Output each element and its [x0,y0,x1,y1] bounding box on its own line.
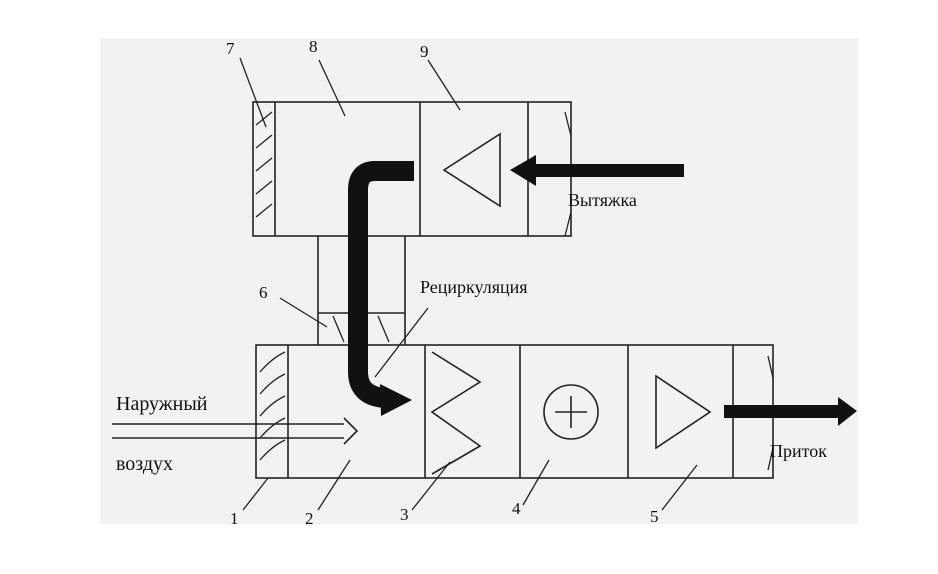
exhaust-fan-triangle-icon [442,132,501,208]
supply-fan-triangle-icon [655,374,712,450]
supply-insert-mark-lower [767,447,774,471]
supply-label: Приток [770,441,827,461]
supply-flow-arrow [724,397,857,426]
exhaust-insert-mark-lower [564,211,572,237]
intake-damper-louvers [259,351,286,461]
leader-lines [239,57,698,511]
label-number-4: 4 [512,499,521,518]
outdoor-air-flow-arrow [112,417,359,445]
label-number-3: 3 [400,505,409,524]
label-number-5: 5 [650,507,659,526]
label-number-9: 9 [420,42,429,61]
heater-plus-icon [543,384,599,440]
diagram-panel [100,38,858,524]
exhaust-label: Вытяжка [568,190,637,210]
exhaust-unit [252,101,572,237]
label-number-7: 7 [226,39,235,58]
label-number-8: 8 [309,37,318,56]
label-number-1: 1 [230,509,239,528]
recirculation-flow-arrow [348,161,414,416]
label-number-6: 6 [259,283,268,302]
supply-insert-mark [767,355,774,379]
outdoor-air-label-line1: Наружный [116,393,208,415]
filter-zigzag-icon [430,351,482,475]
exhaust-damper-louvers [255,111,273,218]
recirculation-label: Рециркуляция [420,277,528,297]
exhaust-flow-arrow [510,155,684,186]
outdoor-air-label-line2: воздух [116,453,173,475]
label-number-2: 2 [305,509,314,528]
exhaust-insert-mark [564,111,572,137]
